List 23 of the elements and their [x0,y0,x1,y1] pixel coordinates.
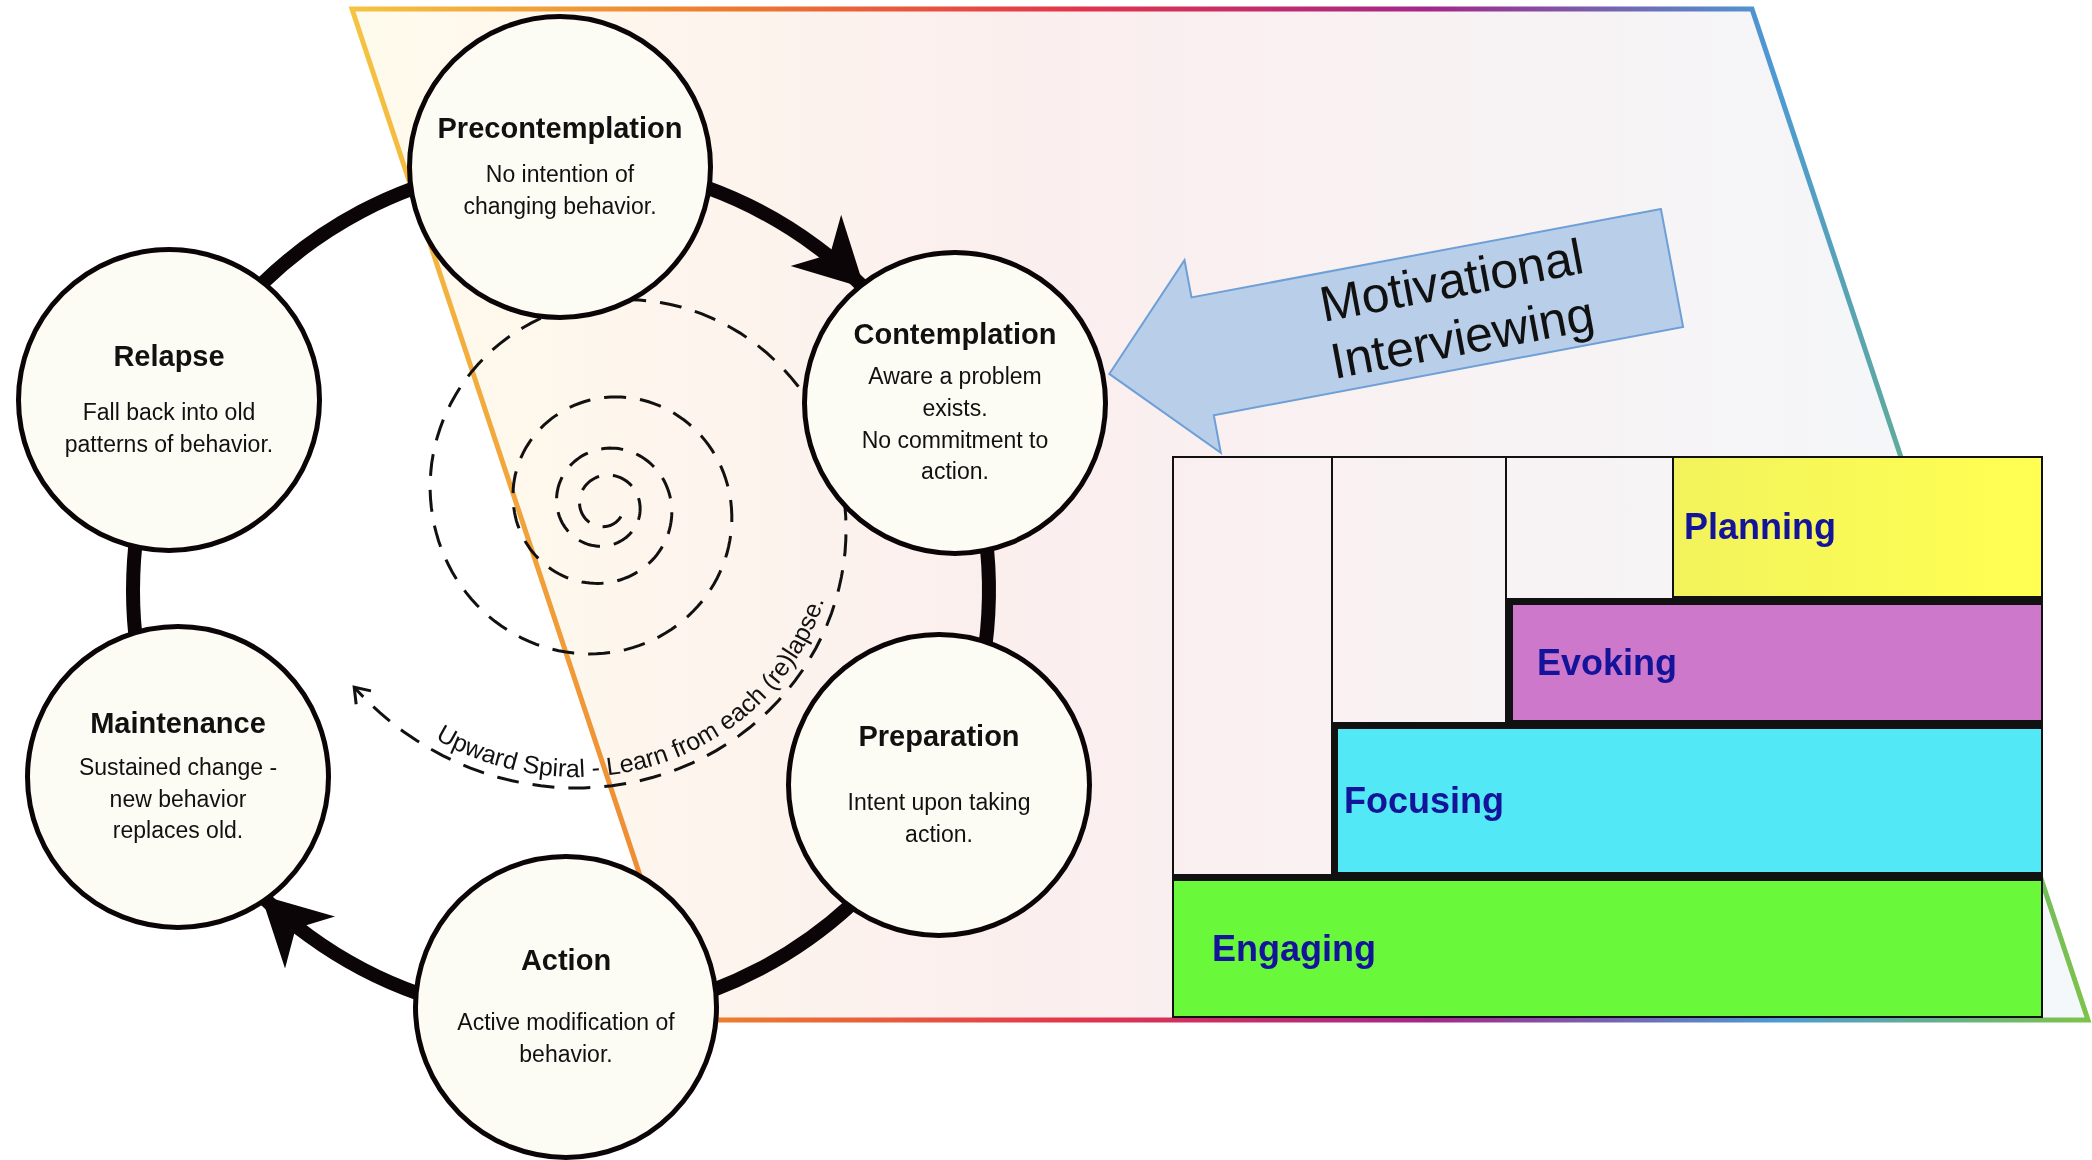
stage-description: No intention of changing behavior. [462,159,658,221]
step-label: Evoking [1537,641,1678,684]
stage-description: No commitment to action. [860,425,1050,487]
block-arrow [1107,207,1685,455]
stage-description: Aware a problem exists. [867,362,1043,423]
stair-step [1506,598,2043,722]
stage-title: Precontemplation [437,111,683,145]
stage-title: Maintenance [90,706,266,740]
stage-title: Preparation [858,719,1020,753]
step-label: Focusing [1344,779,1504,822]
stage-title: Action [520,943,612,977]
stage-title: Relapse [113,339,225,373]
stair-step [1331,722,2043,874]
stair-step [1172,874,2043,1018]
stage-description: Intent upon taking action. [846,787,1032,849]
stage-description: Sustained change - new behavior replaces old. [77,752,279,846]
edge-label: Motivational Interviewing [1314,227,1600,392]
stage-description: Fall back into old patterns of behavior. [63,397,275,459]
stair-step [1672,456,2043,598]
step-label: Planning [1684,506,1836,548]
stage-title: Contemplation [853,318,1057,352]
step-label: Engaging [1212,927,1376,970]
stage-description: Active modification of behavior. [456,1007,676,1069]
